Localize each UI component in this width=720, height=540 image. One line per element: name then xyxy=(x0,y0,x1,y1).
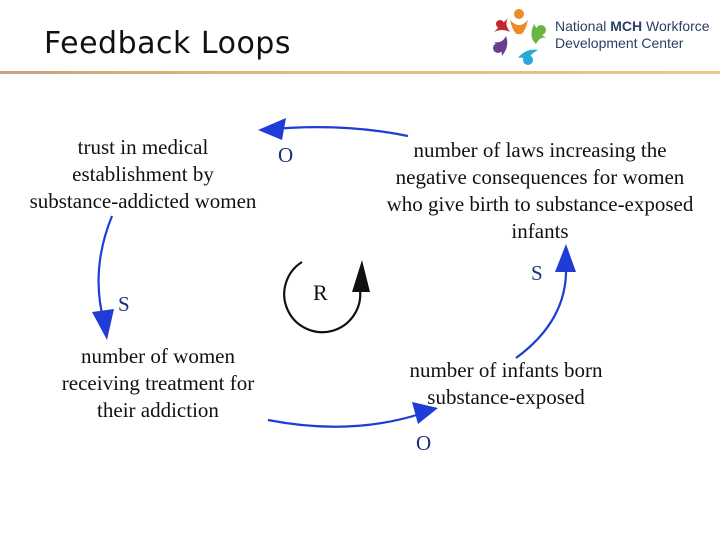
logo-wordmark: National MCH Workforce Development Cente… xyxy=(555,18,710,52)
node-number-of-laws: number of laws increasing the negative c… xyxy=(364,137,716,245)
node-laws-line-2: negative consequences for women xyxy=(395,165,685,189)
node-trust-line-3: substance-addicted women xyxy=(29,189,257,213)
node-laws-line-4: infants xyxy=(511,219,569,243)
node-trust-line-1: trust in medical xyxy=(77,135,209,159)
logo-text-line2: Development Center xyxy=(555,35,684,51)
logo-text-national: National xyxy=(555,18,611,34)
loop-symbol-circle xyxy=(283,261,362,334)
arrow-infants-to-laws xyxy=(515,265,568,359)
node-infants-born-substance-exposed: number of infants born substance-exposed xyxy=(390,357,622,411)
node-laws-line-3: who give birth to substance-exposed xyxy=(386,192,694,216)
arrowhead-infants-to-laws xyxy=(555,244,576,272)
slide-title: Feedback Loops xyxy=(44,26,291,61)
polarity-laws-to-trust: O xyxy=(278,143,294,167)
node-laws-line-1: number of laws increasing the xyxy=(413,138,667,162)
node-infants-line-1: number of infants born xyxy=(409,358,603,382)
node-treatment-line-1: number of women xyxy=(81,344,235,368)
node-treatment-line-3: their addiction xyxy=(97,398,219,422)
polarity-trust-to-treatment: S xyxy=(118,292,130,316)
arrow-trust-to-treatment xyxy=(97,215,114,323)
node-trust-line-2: establishment by xyxy=(72,162,214,186)
logo-text-workforce: Workforce xyxy=(642,18,710,34)
node-trust-in-medical-establishment: trust in medical establishment by substa… xyxy=(12,134,274,215)
arrowhead-laws-to-trust xyxy=(258,118,286,140)
arrowhead-treatment-to-infants xyxy=(412,402,438,424)
node-infants-line-2: substance-exposed xyxy=(427,385,585,409)
node-treatment-line-2: receiving treatment for xyxy=(61,371,255,395)
arrowhead-trust-to-treatment xyxy=(92,309,114,340)
organization-logo: National MCH Workforce Development Cente… xyxy=(488,6,714,68)
node-women-receiving-treatment: number of women receiving treatment for … xyxy=(40,343,276,424)
people-circle-logo-icon xyxy=(493,9,546,65)
logo-text-mch: MCH xyxy=(610,18,643,34)
loop-symbol-arrowhead xyxy=(352,260,370,292)
arrow-treatment-to-infants xyxy=(267,412,421,428)
polarity-infants-to-laws: S xyxy=(531,261,543,285)
polarity-treatment-to-infants: O xyxy=(416,431,432,455)
loop-type-label: R xyxy=(313,280,328,305)
title-divider xyxy=(0,71,720,74)
